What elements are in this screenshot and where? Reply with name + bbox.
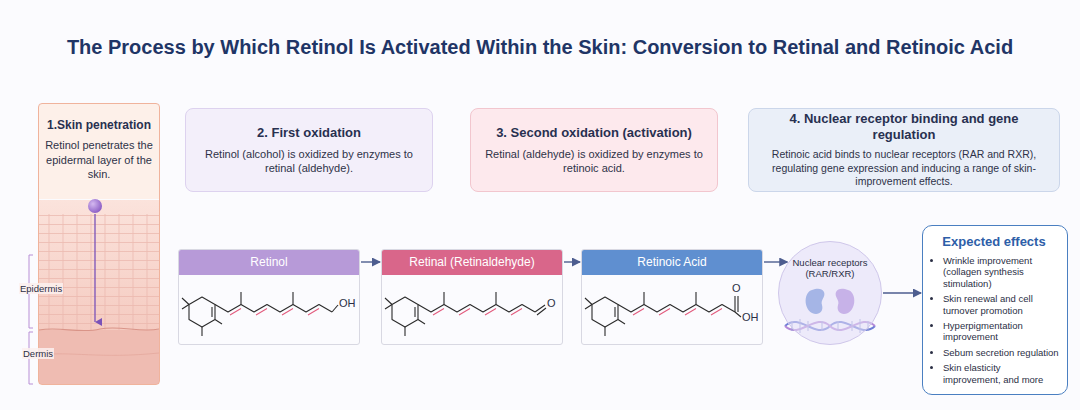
flow-arrow: [883, 292, 921, 293]
box-heading: Nuclear receptors (RAR/RXR): [791, 257, 869, 280]
box-heading: 1.Skin penetration: [45, 118, 153, 132]
layer-label: Epidermis: [19, 283, 63, 294]
box-heading: Retinol: [179, 250, 359, 275]
effects-box: Expected effectsWrinkle improvement (col…: [922, 225, 1068, 395]
box-body: Retinoic acid binds to nuclear receptors…: [761, 148, 1047, 189]
box-body: Retinal (aldehyde) is oxidized by enzyme…: [483, 147, 705, 176]
box-heading: Retinoic Acid: [582, 250, 762, 275]
atom-label: OH: [339, 297, 356, 309]
box-body: Retinol penetrates the epidermal layer o…: [45, 138, 153, 181]
effect-item: Hyperpigmentation improvement: [943, 320, 1059, 343]
box-heading: 3. Second oxidation (activation): [483, 125, 705, 141]
diagram-title: The Process by Which Retinol Is Activate…: [0, 36, 1080, 59]
effect-item: Skin elasticity improvement, and more: [943, 362, 1059, 385]
effect-item: Skin renewal and cell turnover promotion: [943, 293, 1059, 316]
flow-arrow: [764, 261, 787, 262]
molecule-box: Retinol: [178, 249, 360, 345]
effects-list: Wrinkle improvement (collagen synthesis …: [929, 255, 1059, 385]
box-heading: Retinal (Retinaldehyde): [382, 250, 562, 275]
step-box: 3. Second oxidation (activation) Retinal …: [470, 108, 718, 192]
step-panel: 1.Skin penetrationRetinol penetrates the…: [38, 103, 160, 385]
molecule-box: Retinoic Acid: [581, 249, 763, 345]
molecule-box: Retinal (Retinaldehyde): [381, 249, 563, 345]
atom-label: O: [732, 282, 741, 294]
box-heading: 2. First oxidation: [198, 125, 420, 141]
flow-arrow: [361, 261, 380, 262]
box-body: Retinol (alcohol) is oxidized by enzymes…: [198, 147, 420, 176]
effect-item: Sebum secretion regulation: [943, 347, 1059, 358]
box-heading: Expected effects: [929, 234, 1059, 249]
step-box: 2. First oxidationRetinol (alcohol) is o…: [185, 108, 433, 192]
step-box: 4. Nuclear receptor binding and gene reg…: [748, 108, 1060, 192]
flow-arrow: [564, 261, 580, 262]
box-heading: 4. Nuclear receptor binding and gene reg…: [761, 111, 1047, 142]
layer-label: Dermis: [22, 348, 54, 359]
atom-label: O: [547, 297, 556, 309]
receptor-circle: Nuclear receptors (RAR/RXR): [778, 241, 882, 345]
atom-label: OH: [742, 311, 759, 323]
effect-item: Wrinkle improvement (collagen synthesis …: [943, 255, 1059, 289]
